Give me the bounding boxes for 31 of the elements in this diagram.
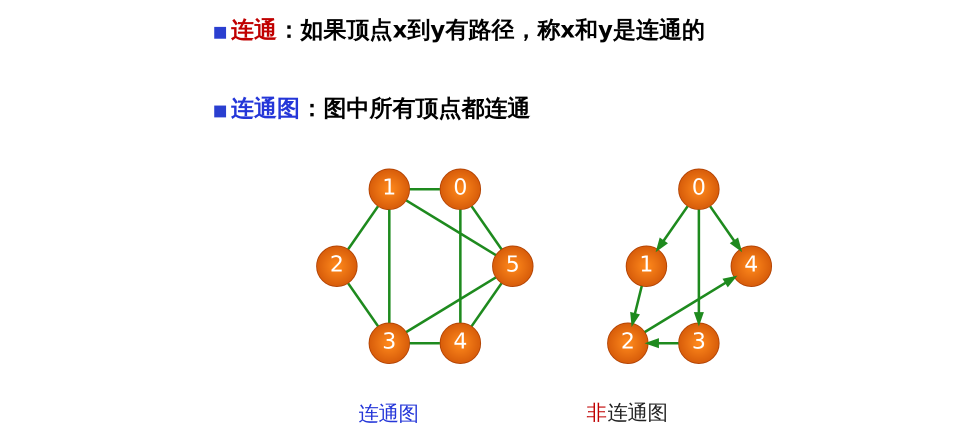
node-circle: 2 xyxy=(316,246,358,287)
arrow xyxy=(644,276,738,334)
connector xyxy=(459,210,462,323)
node-circle: 3 xyxy=(368,322,410,364)
connector xyxy=(347,206,379,250)
connector xyxy=(406,276,496,334)
arrow xyxy=(630,286,643,328)
connector xyxy=(406,200,496,256)
node-circle: 1 xyxy=(626,246,668,287)
label: 连通：如果顶点x到y有路径，称x和y是连通的 xyxy=(231,18,705,44)
node-circle: 0 xyxy=(440,168,482,210)
connector xyxy=(410,188,440,191)
arrow xyxy=(694,210,704,327)
connector xyxy=(388,210,391,323)
connector xyxy=(410,342,440,344)
label: 连通图：图中所有顶点都连通 xyxy=(231,96,530,122)
node-circle: 5 xyxy=(492,246,534,287)
connector xyxy=(470,206,502,250)
node-circle: 3 xyxy=(678,322,720,364)
node-circle: 2 xyxy=(607,322,649,364)
node-circle: 0 xyxy=(678,168,720,210)
node-circle: 4 xyxy=(730,246,772,287)
label: 连通图 xyxy=(358,401,418,426)
arrow xyxy=(709,206,742,252)
connector xyxy=(347,282,379,327)
arrow xyxy=(644,338,678,348)
label: 非连通图 xyxy=(586,400,668,425)
connector xyxy=(470,282,502,327)
node-circle: 1 xyxy=(368,168,410,210)
node-circle: 4 xyxy=(440,322,482,364)
arrow xyxy=(656,206,689,252)
